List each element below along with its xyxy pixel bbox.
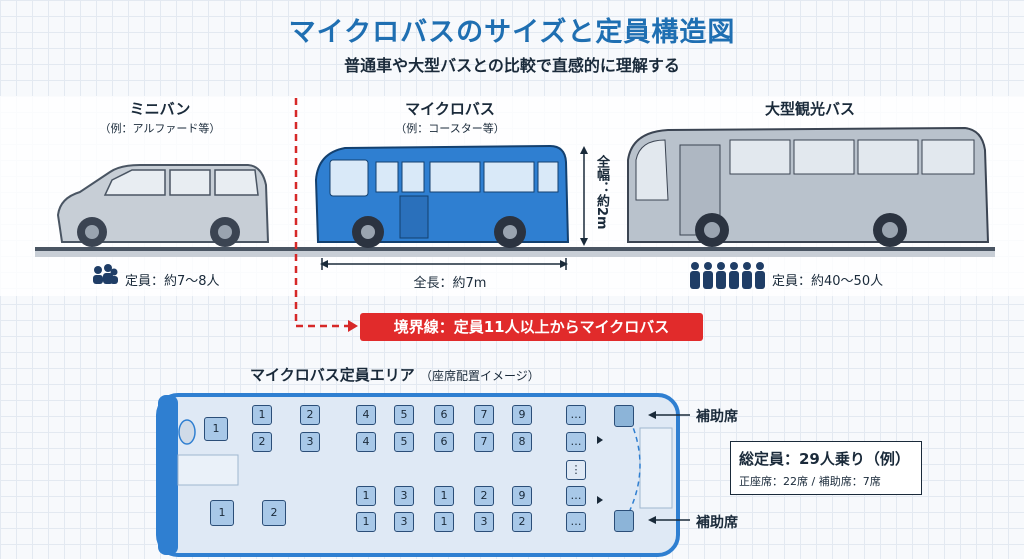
large-bus-capacity-text: 定員：約40〜50人 [772,274,884,289]
page-subtitle: 普通車や大型バスとの比較で直感的に理解する [344,56,680,75]
seat-section-title: マイクロバス定員エリア （座席配置イメージ） [250,364,540,385]
boundary-label: 境界線：定員11人以上からマイクロバス [360,313,703,341]
jump-seat [614,405,634,427]
driver-seat: 1 [204,417,228,441]
seat: 4 [356,432,376,452]
seat-title-text: マイクロバス定員エリア [250,366,415,384]
large-bus-capacity: 定員：約40〜50人 [772,270,883,289]
seat: … [566,512,586,532]
minivan-example: （例：アルファード等） [99,122,221,135]
total-capacity-main: 総定員：29人乗り（例） [739,450,910,468]
front-seat: 1 [210,500,234,526]
microbus-example: （例：コースター等） [395,122,505,135]
microbus-shape [314,144,570,248]
crowd-icon [690,262,765,289]
seat: 1 [252,405,272,425]
microbus-label: マイクロバス [405,100,495,118]
seat: 4 [356,405,376,425]
width-label: 全幅：約2m [594,155,609,230]
total-capacity-sub: 正座席：22席 / 補助席：7席 [739,475,881,488]
seat: 7 [474,405,494,425]
steering-wheel-icon [178,419,196,445]
seat: 1 [356,512,376,532]
large-bus-shape [627,126,990,247]
ground-line [35,247,995,251]
seat: 9 [512,486,532,506]
front-seat: 2 [262,500,286,526]
seat: … [566,486,586,506]
seat-layout-bus [156,393,680,557]
seat: 2 [300,405,320,425]
jump-seat [614,510,634,532]
seat: 3 [394,512,414,532]
seat: 9 [512,405,532,425]
seat: 2 [474,486,494,506]
seat: 6 [434,405,454,425]
length-label: 全長：約7m [413,276,487,291]
people-group-icon [93,264,118,284]
seat: 2 [512,512,532,532]
seat: 3 [394,486,414,506]
seat: 1 [434,486,454,506]
seat-ellipsis: ⋮ [566,460,586,480]
seat: 8 [512,432,532,452]
total-capacity-box: 総定員：29人乗り（例） 正座席：22席 / 補助席：7席 [730,441,922,495]
page-title: マイクロバスのサイズと定員構造図 [288,17,736,48]
boundary-arrow [348,320,358,332]
seat: 5 [394,405,414,425]
seat: … [566,405,586,425]
ground-hatch [35,251,995,257]
minivan-label: ミニバン [129,100,191,118]
seat: 1 [356,486,376,506]
seat: 3 [474,512,494,532]
jump-seat-label-bottom: 補助席 [696,515,738,531]
seat: 3 [300,432,320,452]
seat: 5 [394,432,414,452]
large-bus-label: 大型観光バス [764,100,855,118]
seat: 1 [434,512,454,532]
seat: 7 [474,432,494,452]
minivan-shape [56,164,270,247]
minivan-capacity: 定員：約7〜8人 [125,270,220,289]
jump-seat-label-top: 補助席 [696,409,738,425]
seat: 2 [252,432,272,452]
seat: 6 [434,432,454,452]
seat: … [566,432,586,452]
minivan-capacity-text: 定員：約7〜8人 [125,274,220,289]
seat-title-note: （座席配置イメージ） [419,369,540,383]
